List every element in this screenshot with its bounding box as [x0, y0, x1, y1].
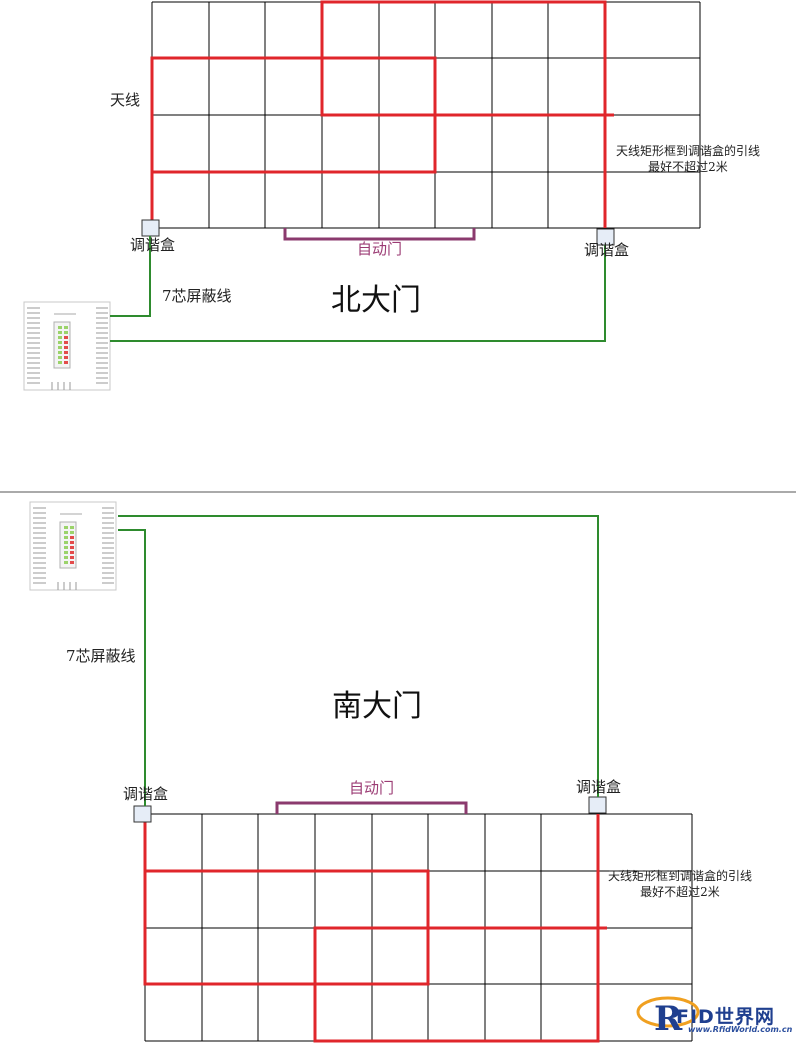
south-tuner-left [133, 805, 152, 823]
south-lead-note: 天线矩形框到调谐盒的引线 最好不超过2米 [604, 869, 756, 900]
south-antenna-loop-right [313, 814, 607, 1043]
north-reader-led-green [58, 346, 62, 349]
north-lead-note-line1: 天线矩形框到调谐盒的引线 [615, 144, 760, 158]
north-reader-led [64, 346, 68, 349]
south-cable-left [118, 529, 146, 806]
south-cable-right [118, 515, 599, 797]
rfidworld-logo-url: www.RfidWorld.com.cn [688, 1025, 793, 1034]
rfidworld-logo-mark: R [636, 996, 700, 1039]
south-reader-led [70, 526, 74, 529]
rfidworld-logo-letter: R [654, 999, 683, 1038]
north-reader-led [64, 351, 68, 354]
north-antenna-loop-left [150, 56, 437, 228]
south-tuner-right [588, 796, 607, 814]
south-reader-led-green [64, 546, 68, 549]
north-reader-led-green [58, 336, 62, 339]
south-lead-note-line2: 最好不超过2米 [640, 884, 720, 899]
north-auto-door-label: 自动门 [357, 240, 403, 258]
north-reader-led-green [58, 361, 62, 364]
south-auto-door-label: 自动门 [349, 779, 395, 797]
south-lead-note-line1: 天线矩形框到调谐盒的引线 [607, 869, 752, 883]
south-antenna-loop-left [143, 814, 430, 986]
north-lead-note: 天线矩形框到调谐盒的引线 最好不超过2米 [612, 144, 764, 175]
south-reader-led [70, 546, 74, 549]
south-reader-led-green [64, 536, 68, 539]
south-reader-led-green [64, 556, 68, 559]
south-cable-label: 7芯屏蔽线 [66, 647, 136, 665]
north-reader-led-green [58, 326, 62, 329]
north-tuner-left [141, 219, 160, 237]
north-tuner-left-label: 调谐盒 [130, 236, 176, 254]
rfidworld-logo: R FID世界网 www.RfidWorld.com.cn [636, 992, 793, 1039]
south-reader-led-green [64, 561, 68, 564]
south-reader-led-green [64, 531, 68, 534]
south-reader-led [70, 541, 74, 544]
north-reader-led-green [58, 331, 62, 334]
north-lead-note-line2: 最好不超过2米 [648, 159, 728, 174]
north-reader-led [64, 331, 68, 334]
south-reader-led [70, 561, 74, 564]
north-antenna-label: 天线 [110, 91, 141, 109]
south-gate-title: 南大门 [332, 689, 422, 724]
south-reader-led-green [64, 541, 68, 544]
north-gate-title: 北大门 [331, 283, 421, 318]
south-reader-led [70, 556, 74, 559]
north-reader-led-green [58, 351, 62, 354]
south-auto-door-bracket [275, 801, 468, 814]
south-reader-led [70, 536, 74, 539]
north-cable-right [110, 245, 606, 342]
south-reader-led [70, 531, 74, 534]
south-reader-led-green [64, 551, 68, 554]
north-antenna-loop-right [320, 0, 614, 228]
north-reader-led [64, 326, 68, 329]
north-auto-door-bracket [283, 228, 476, 241]
north-tuner-right-label: 调谐盒 [584, 241, 630, 259]
north-cable-label: 7芯屏蔽线 [162, 287, 232, 305]
north-reader-led [64, 336, 68, 339]
south-reader-led [70, 551, 74, 554]
south-reader-led-green [64, 526, 68, 529]
north-reader-led [64, 356, 68, 359]
north-reader-led-green [58, 341, 62, 344]
north-reader-led [64, 341, 68, 344]
north-reader-led-green [58, 356, 62, 359]
north-cable-left [110, 236, 151, 317]
rfidworld-logo-text: FID世界网 [676, 1006, 775, 1028]
south-tuner-left-label: 调谐盒 [123, 785, 169, 803]
south-tuner-right-label: 调谐盒 [576, 778, 622, 796]
north-reader-led [64, 361, 68, 364]
